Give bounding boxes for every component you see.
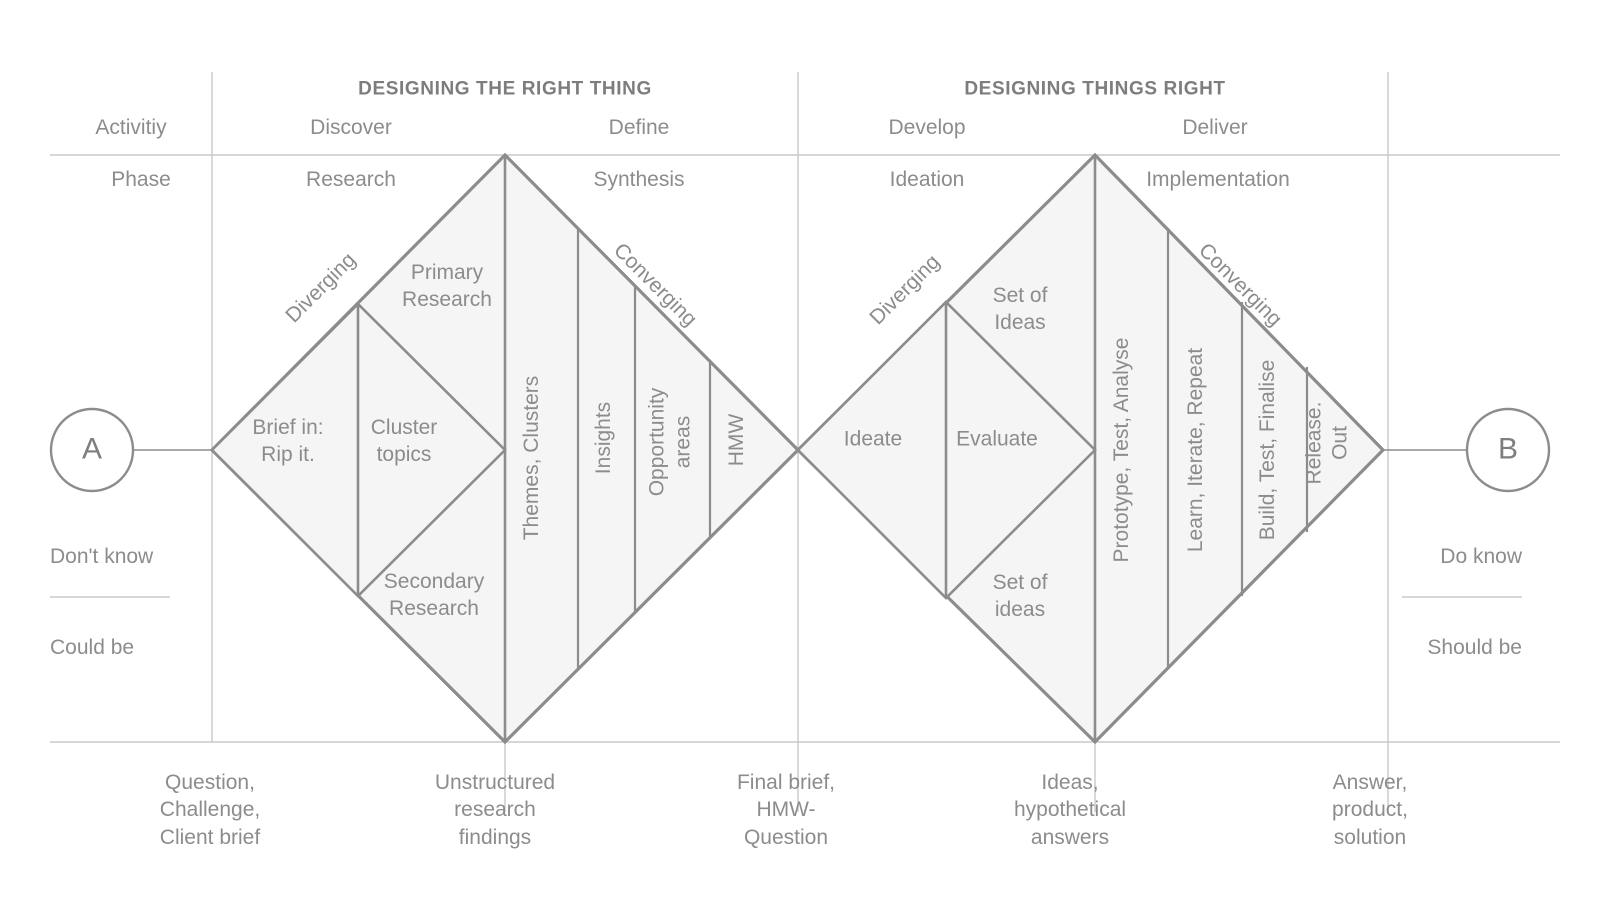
node-circle-b <box>1465 407 1551 493</box>
diamond-two <box>795 152 1386 745</box>
node-circle-a <box>49 407 135 493</box>
diamond-one <box>209 152 801 745</box>
